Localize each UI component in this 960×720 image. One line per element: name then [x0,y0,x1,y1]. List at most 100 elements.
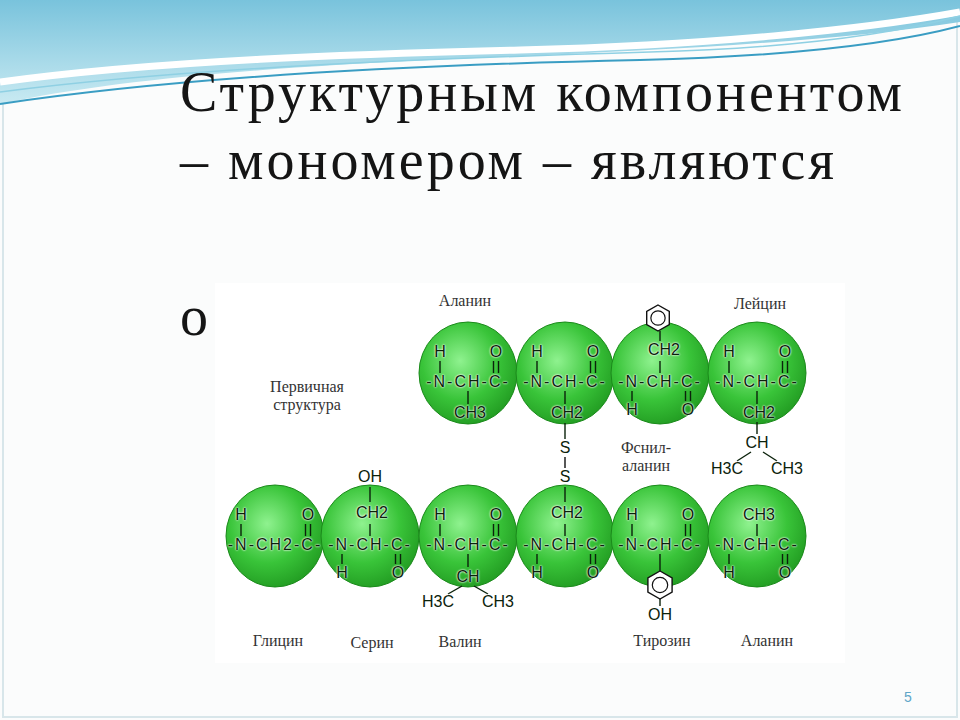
atom-group: H [531,343,543,361]
residue-name: Аланин [420,292,510,310]
atom-group: H [626,401,638,419]
atom-group: H [626,506,638,524]
residue-circle [226,485,324,587]
atom-group: H3C [422,593,454,611]
single-bond [728,361,729,373]
double-bond [690,524,691,536]
atom-group: O [779,343,791,361]
single-bond [467,391,468,404]
residue-ball [610,303,710,425]
atom-group: S [560,439,571,457]
residue-name: Фснил- аланин [610,439,682,475]
single-bond [564,423,565,439]
peptide-backbone: -N-CH-C- [715,373,799,391]
single-bond [439,361,440,373]
single-bond [737,452,751,461]
single-bond [341,554,342,564]
single-bond [631,524,632,536]
double-bond [690,391,691,401]
atom-group: OH [648,606,672,624]
double-bond [782,361,783,373]
benzene-ring [652,577,667,592]
atom-group: O [490,506,502,524]
atom-group: S [560,468,571,486]
atom-group: CH [745,434,768,452]
atom-group: O [682,506,694,524]
single-bond [763,452,777,461]
amino-acid-residue: H O -N-CH-C- OH [610,484,710,624]
single-bond [659,554,660,571]
double-bond [493,361,494,373]
amino-acid-residue: HO-N-CH-C-CH2CHH3CCH3 [707,321,807,478]
benzene-ring [648,571,672,599]
single-bond [659,361,660,373]
residue-circle [708,485,806,587]
double-bond [498,524,499,536]
single-bond [536,361,537,373]
double-bond [685,391,686,401]
residue-circle [516,485,614,587]
residue-circle [321,485,419,587]
atom-group: CH3 [482,593,514,611]
residue-name: Первичная структура [247,378,367,414]
double-bond [493,524,494,536]
residue-name: Лейцин [715,295,805,313]
single-bond [564,524,565,536]
single-bond [474,586,488,594]
double-bond [590,554,591,564]
single-bond [756,422,757,434]
double-bond [787,554,788,564]
atom-group: CH2 [743,404,775,422]
single-bond [659,331,660,341]
peptide-backbone: -N-CH-C- [523,373,607,391]
amino-acid-residue: S CH2 -N-CH-C- H O [515,468,615,588]
single-bond [369,487,370,502]
atom-group: O [779,564,791,582]
amino-acid-residue: OHCH2-N-CH-C-HO [320,468,420,588]
disulfide-bond [564,457,565,468]
amino-acid-residue: HO-N-CH2-C- [225,484,325,588]
title-fragment: о [172,283,216,349]
atom-group: O [587,564,599,582]
single-bond [756,524,757,536]
amino-acid-residue: HO-N-CH-C-CH3 [418,321,518,425]
atom-group: H [531,564,543,582]
residue-ball [610,484,710,624]
peptide-backbone: -N-CH-C- [328,536,412,554]
atom-group: CH2 [551,504,583,522]
residue-name: Аланин [722,632,812,650]
atom-group: H [723,343,735,361]
single-bond [756,391,757,404]
atom-group: H [235,506,247,524]
single-bond [659,599,660,606]
peptide-backbone: -N-CH-C- [618,536,702,554]
atom-group: OH [358,468,382,486]
double-bond [590,361,591,373]
slide-title: Структурным компонентом – мономером – яв… [180,58,907,194]
double-bond [395,554,396,564]
residue-name: Тирозин [617,632,707,650]
amino-acid-residue: CH2-N-CH-C-HO [610,303,710,425]
single-bond [564,487,565,502]
atom-group: H [434,343,446,361]
amino-acid-residue: HO-N-CH-C-CHH3CCH3 [418,484,518,611]
peptide-backbone: -N-CH-C- [426,373,510,391]
residue-ball [515,468,615,588]
residue-name: Валин [415,633,505,651]
double-bond [787,361,788,373]
residue-circle [419,485,517,587]
residue-ball [320,468,420,588]
amino-acid-residue: CH3-N-CH-C-HO [707,484,807,588]
atom-group: H [723,564,735,582]
atom-group: H [336,564,348,582]
peptide-backbone: -N-CH-C- [715,536,799,554]
single-bond [448,586,462,594]
single-bond [467,554,468,567]
residue-name: Серин [327,634,417,652]
double-bond [595,361,596,373]
residue-circle [516,322,614,424]
peptide-backbone: -N-CH-C- [618,373,702,391]
single-bond [631,391,632,401]
peptide-backbone: -N-CH-C- [523,536,607,554]
